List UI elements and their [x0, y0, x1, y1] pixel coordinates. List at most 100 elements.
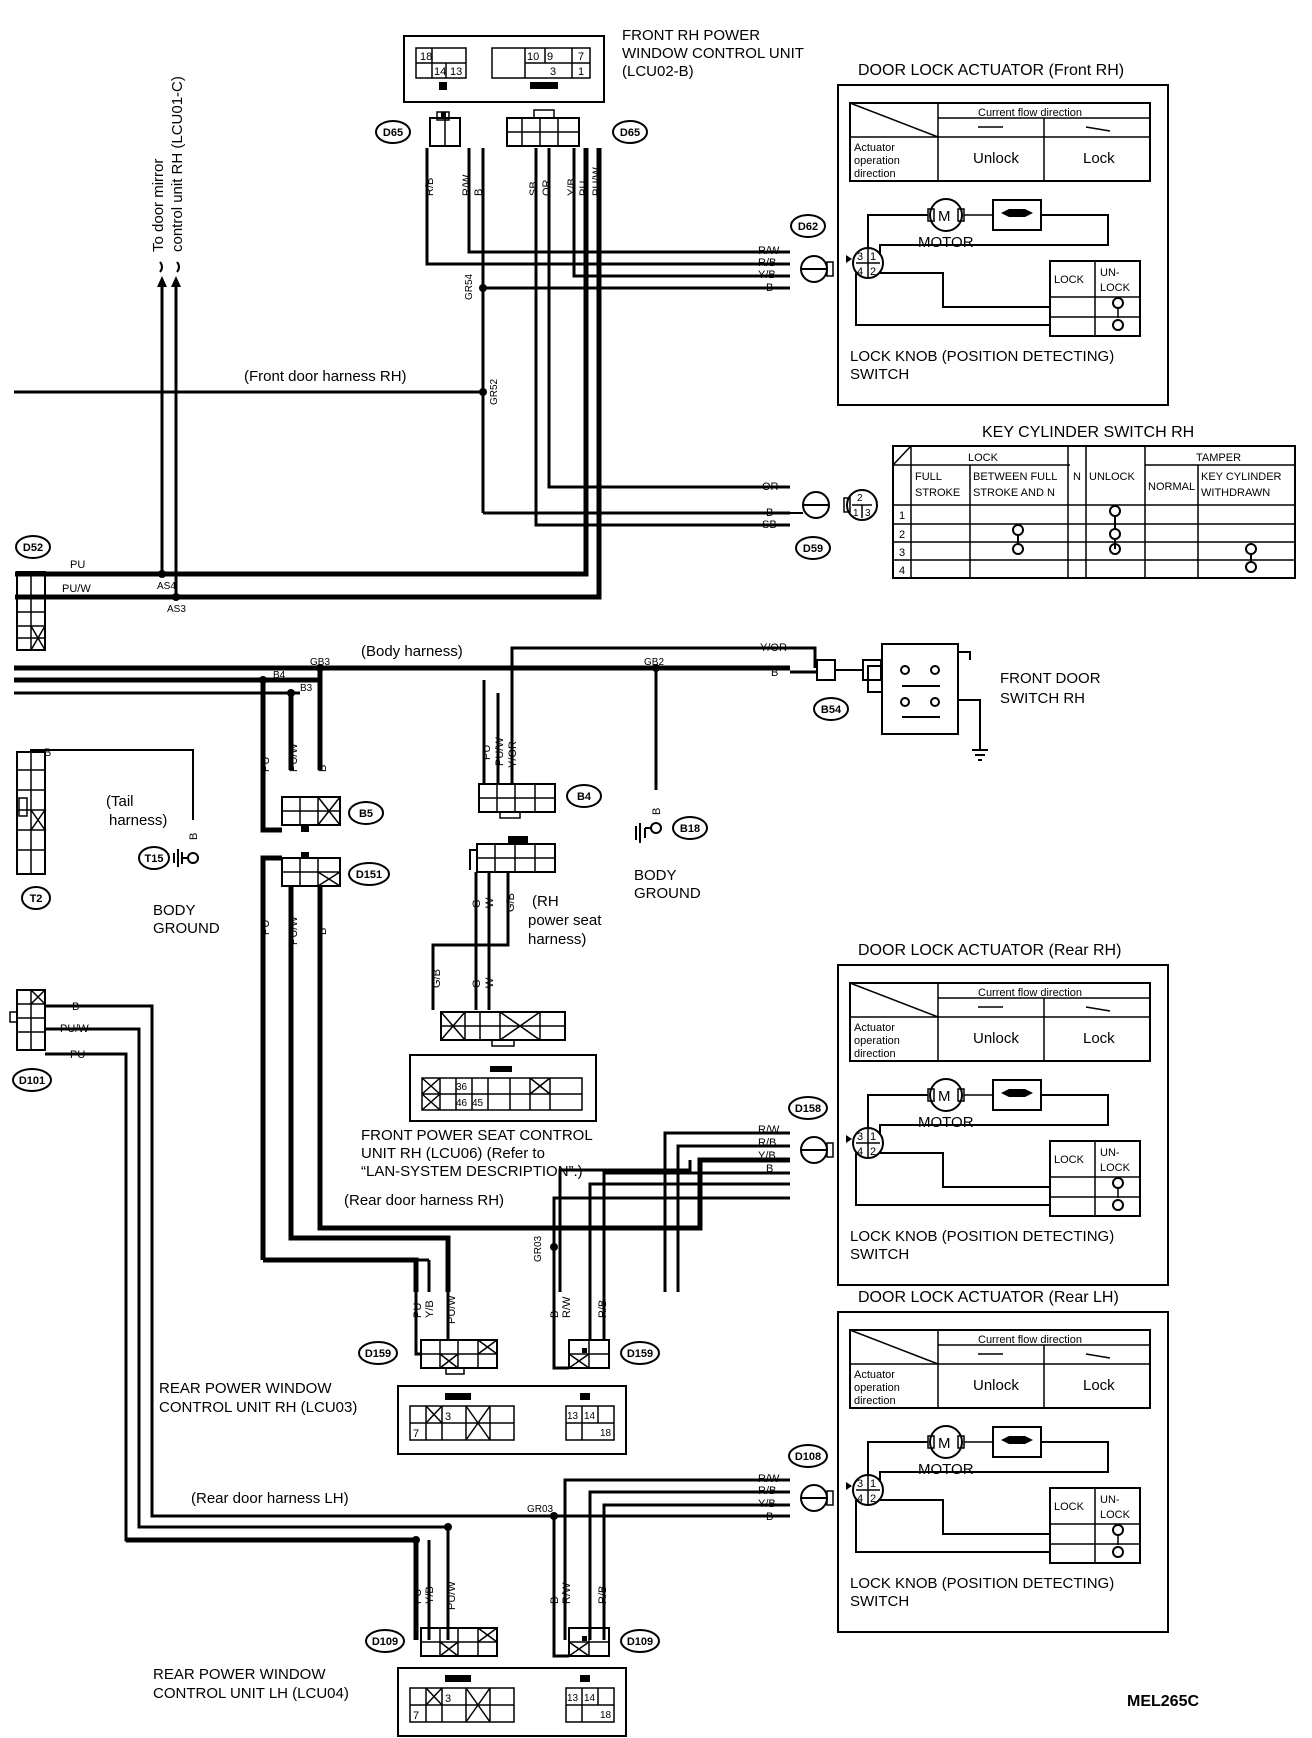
connector-tag-d109: [365, 1629, 405, 1653]
svg-text:R/W: R/W: [561, 1582, 573, 1604]
svg-text:46: 46: [456, 1098, 468, 1109]
svg-text:KEY CYLINDER: KEY CYLINDER: [1201, 471, 1282, 483]
svg-text:2: 2: [870, 1493, 876, 1505]
svg-text:D65: D65: [620, 127, 640, 139]
svg-text:SB: SB: [762, 519, 777, 531]
svg-text:2: 2: [857, 493, 863, 504]
svg-text:Lock: Lock: [1083, 1377, 1115, 1394]
svg-text:4: 4: [857, 1493, 863, 1505]
svg-text:13: 13: [567, 1693, 579, 1704]
svg-text:SB: SB: [528, 181, 540, 196]
svg-text:Current flow direction: Current flow direction: [978, 987, 1082, 999]
body-ground-t15: B BODY GROUND: [153, 833, 220, 937]
svg-text:FRONT POWER SEAT CONTROL: FRONT POWER SEAT CONTROL: [361, 1127, 593, 1144]
connector-d159-left: [414, 1292, 498, 1375]
diagram-code: MEL265C: [1127, 1693, 1199, 1710]
svg-text:LOCK KNOB (POSITION DETECTING): LOCK KNOB (POSITION DETECTING): [850, 1228, 1114, 1245]
svg-text:R/B: R/B: [758, 257, 776, 269]
connector-b4-mate: [469, 836, 556, 873]
svg-text:B4: B4: [273, 670, 286, 681]
connector-tag-b54: [813, 697, 849, 721]
connector-tag-d101: [12, 1068, 52, 1092]
svg-text:BODY: BODY: [634, 867, 677, 884]
svg-text:UNLOCK: UNLOCK: [1089, 471, 1136, 483]
svg-text:18: 18: [600, 1710, 612, 1721]
connector-d109-left: [420, 1627, 498, 1657]
svg-text:B: B: [766, 507, 773, 519]
svg-text:1: 1: [870, 1478, 876, 1490]
svg-text:Y/B: Y/B: [424, 1300, 436, 1318]
svg-text:1: 1: [899, 510, 905, 522]
svg-text:B4: B4: [577, 791, 592, 803]
svg-text:3: 3: [857, 251, 863, 263]
svg-text:UNIT RH (LCU06) (Refer to: UNIT RH (LCU06) (Refer to: [361, 1145, 545, 1162]
svg-text:(Tail: (Tail: [106, 793, 134, 810]
svg-text:SWITCH: SWITCH: [850, 366, 909, 383]
harness-front-door-rh: (Front door harness RH): [244, 368, 407, 385]
connector-d52: [16, 571, 46, 651]
connector-tag-d151: [348, 862, 390, 886]
connector-d159-right: [552, 1292, 610, 1370]
svg-text:9: 9: [547, 51, 553, 63]
svg-text:Unlock: Unlock: [973, 1030, 1019, 1047]
connector-b5: [260, 770, 341, 833]
svg-text:B: B: [766, 1163, 773, 1175]
connector-tag-b5: [348, 801, 384, 825]
svg-text:B3: B3: [300, 683, 313, 694]
svg-text:1: 1: [870, 251, 876, 263]
svg-text:LOCK KNOB (POSITION DETECTING): LOCK KNOB (POSITION DETECTING): [850, 1575, 1114, 1592]
svg-text:T15: T15: [145, 853, 164, 865]
svg-text:3: 3: [857, 1131, 863, 1143]
svg-text:PU: PU: [412, 1589, 424, 1604]
svg-text:control unit RH (LCU01-C): control unit RH (LCU01-C): [169, 76, 186, 252]
svg-text:Actuator: Actuator: [854, 1369, 895, 1381]
svg-text:STROKE AND N: STROKE AND N: [973, 487, 1055, 499]
svg-text:operation: operation: [854, 1382, 900, 1394]
svg-text:7: 7: [413, 1428, 419, 1440]
svg-text:direction: direction: [854, 1395, 896, 1407]
svg-text:REAR POWER WINDOW: REAR POWER WINDOW: [153, 1666, 326, 1683]
svg-text:BODY: BODY: [153, 902, 196, 919]
body-ground-b18: B BODY GROUND: [634, 808, 701, 902]
svg-text:M: M: [938, 1088, 951, 1105]
svg-text:3: 3: [445, 1693, 451, 1705]
svg-text:13: 13: [567, 1411, 579, 1422]
connector-b4: [478, 713, 556, 819]
svg-text:Lock: Lock: [1083, 150, 1115, 167]
svg-text:Y/OR: Y/OR: [760, 642, 787, 654]
b5-wire-labels: PU PU/W B: [260, 743, 329, 772]
svg-text:13: 13: [450, 66, 462, 78]
svg-text:DOOR LOCK ACTUATOR (Rear RH): DOOR LOCK ACTUATOR (Rear RH): [858, 942, 1121, 959]
svg-text:4: 4: [899, 565, 905, 577]
svg-text:Unlock: Unlock: [973, 1377, 1019, 1394]
connector-d109-right: [552, 1627, 610, 1658]
svg-text:D151: D151: [356, 869, 382, 881]
connector-tag-t15: [138, 846, 170, 870]
d65-wire-labels: R/B R/W B SB OR Y/B PU PU/W: [424, 167, 603, 196]
svg-text:4: 4: [857, 266, 863, 278]
svg-text:AS4: AS4: [157, 581, 176, 592]
seat-connector: [440, 1011, 566, 1047]
svg-text:1: 1: [578, 66, 584, 78]
svg-text:PU/W: PU/W: [62, 583, 91, 595]
svg-text:DOOR LOCK ACTUATOR (Rear LH): DOOR LOCK ACTUATOR (Rear LH): [858, 1289, 1119, 1306]
svg-text:FRONT RH POWER: FRONT RH POWER: [622, 27, 760, 44]
svg-text:CONTROL UNIT RH (LCU03): CONTROL UNIT RH (LCU03): [159, 1399, 357, 1416]
svg-text:power seat: power seat: [528, 912, 602, 929]
svg-text:harness): harness): [528, 931, 586, 948]
connector-d108: [800, 1484, 834, 1512]
svg-text:M: M: [938, 1435, 951, 1452]
svg-text:1: 1: [870, 1131, 876, 1143]
svg-text:B: B: [44, 747, 51, 759]
svg-text:GR52: GR52: [489, 378, 500, 405]
rear-rh-power-window-unit: 7 3 13 14 18: [397, 1385, 627, 1455]
connector-tag-d159b: [620, 1341, 660, 1365]
svg-text:Actuator: Actuator: [854, 1022, 895, 1034]
svg-text:CONTROL UNIT LH (LCU04): CONTROL UNIT LH (LCU04): [153, 1685, 349, 1702]
connector-tag-b4: [566, 784, 602, 808]
svg-text:LOCK: LOCK: [1100, 282, 1131, 294]
svg-text:D52: D52: [23, 542, 43, 554]
svg-text:45: 45: [472, 1098, 484, 1109]
svg-text:PU: PU: [260, 757, 272, 772]
svg-text:Y/B: Y/B: [566, 178, 578, 196]
